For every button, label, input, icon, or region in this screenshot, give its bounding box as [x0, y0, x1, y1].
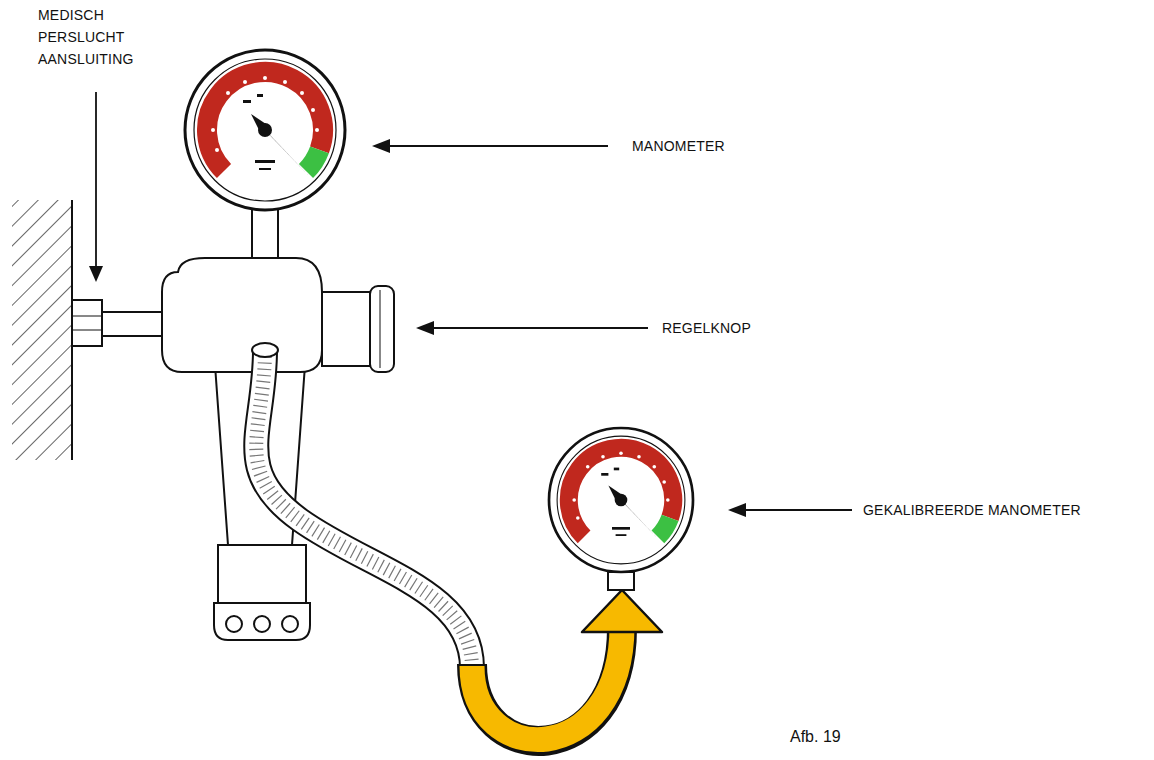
connection-label: MEDISCH PERSLUCHT AANSLUITING — [38, 4, 150, 70]
knob-label: REGELKNOP — [662, 317, 862, 339]
wall-hatch — [12, 200, 72, 460]
manometer — [185, 50, 345, 210]
figure-caption: Afb. 19 — [790, 727, 841, 747]
connect-arrowhead — [582, 590, 662, 632]
wall-nut — [72, 300, 102, 346]
calibrated-label: GEKALIBREERDE MANOMETER — [863, 499, 1148, 521]
outlet-block — [218, 545, 306, 603]
regulator-body — [162, 258, 322, 372]
hose-outline — [256, 350, 472, 668]
connect-arrow — [472, 626, 622, 740]
gauge-stem — [252, 208, 278, 260]
hose-texture — [256, 350, 472, 668]
calibrated-manometer — [549, 428, 693, 572]
leader-arrows — [89, 92, 852, 517]
outlet-base — [214, 603, 310, 640]
regulating-knob — [322, 292, 370, 366]
calibrated-stem — [608, 572, 634, 590]
hose — [256, 350, 472, 668]
inlet-pipe — [102, 312, 166, 336]
manometer-label: MANOMETER — [632, 135, 832, 157]
